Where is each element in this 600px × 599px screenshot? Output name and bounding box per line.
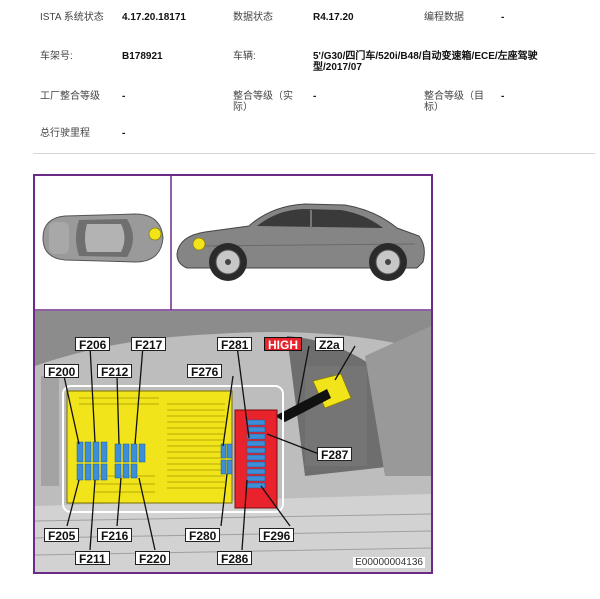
actual-integration-level-value: - [313,91,317,102]
fuse-location-figure: F206 F217 F281 HIGH Z2a F200 F212 F276 F… [33,174,433,574]
fuse-label-high: HIGH [264,337,302,352]
data-status-value: R4.17.20 [313,12,354,23]
fuse-label-f280: F280 [185,528,221,543]
fuse-box [66,390,233,504]
fuse-label-f205: F205 [44,528,80,543]
chassis-number-value: B178921 [122,51,163,62]
fuse-label-f281: F281 [217,337,253,352]
fuse-diagram-illustration [35,176,431,572]
figure-id: E00000004136 [353,557,425,568]
fuse-label-f217: F217 [131,337,167,352]
fuse-label-f216: F216 [97,528,133,543]
target-integration-level-label: 整合等级（目标） [424,91,484,113]
car-side-view [176,203,425,281]
vehicle-info-table: ISTA 系统状态 4.17.20.18171 数据状态 R4.17.20 编程… [0,0,600,160]
location-dot-side [192,237,206,251]
z2a-module [275,373,352,422]
target-integration-level-value: - [501,91,505,102]
fuse-label-f200: F200 [44,364,80,379]
data-status-label: 数据状态 [233,12,273,23]
fuse-label-f287: F287 [317,447,353,462]
divider-line [33,153,595,154]
fuse-label-f296: F296 [259,528,295,543]
location-dot-top [148,227,162,241]
programming-data-value: - [501,12,505,23]
vehicle-value: 5'/G30/四门车/520i/B48/自动变速箱/ECE/左座驾驶型/2017… [313,51,538,73]
factory-integration-level-label: 工厂整合等级 [40,91,100,102]
fuse-label-f220: F220 [135,551,171,566]
factory-integration-level-value: - [122,91,126,102]
high-current-fuse-block [234,409,278,509]
programming-data-label: 编程数据 [424,12,464,23]
fuse-label-f276: F276 [187,364,223,379]
leader-lines [63,345,356,551]
vehicle-label: 车辆: [233,51,256,62]
fuse-label-f211: F211 [75,551,110,566]
chassis-number-label: 车架号: [40,51,73,62]
fuse-label-f212: F212 [97,364,133,379]
ista-value: 4.17.20.18171 [122,12,186,23]
total-mileage-value: - [122,128,126,139]
car-top-view [42,213,164,263]
fuse-panel-outline [62,385,284,513]
actual-integration-level-label: 整合等级（实际） [233,91,293,113]
fuse-label-f286: F286 [217,551,253,566]
fuse-label-z2a: Z2a [315,337,344,352]
fuse-label-f206: F206 [75,337,111,352]
ista-label: ISTA 系统状态 [40,12,104,23]
total-mileage-label: 总行驶里程 [40,128,90,139]
